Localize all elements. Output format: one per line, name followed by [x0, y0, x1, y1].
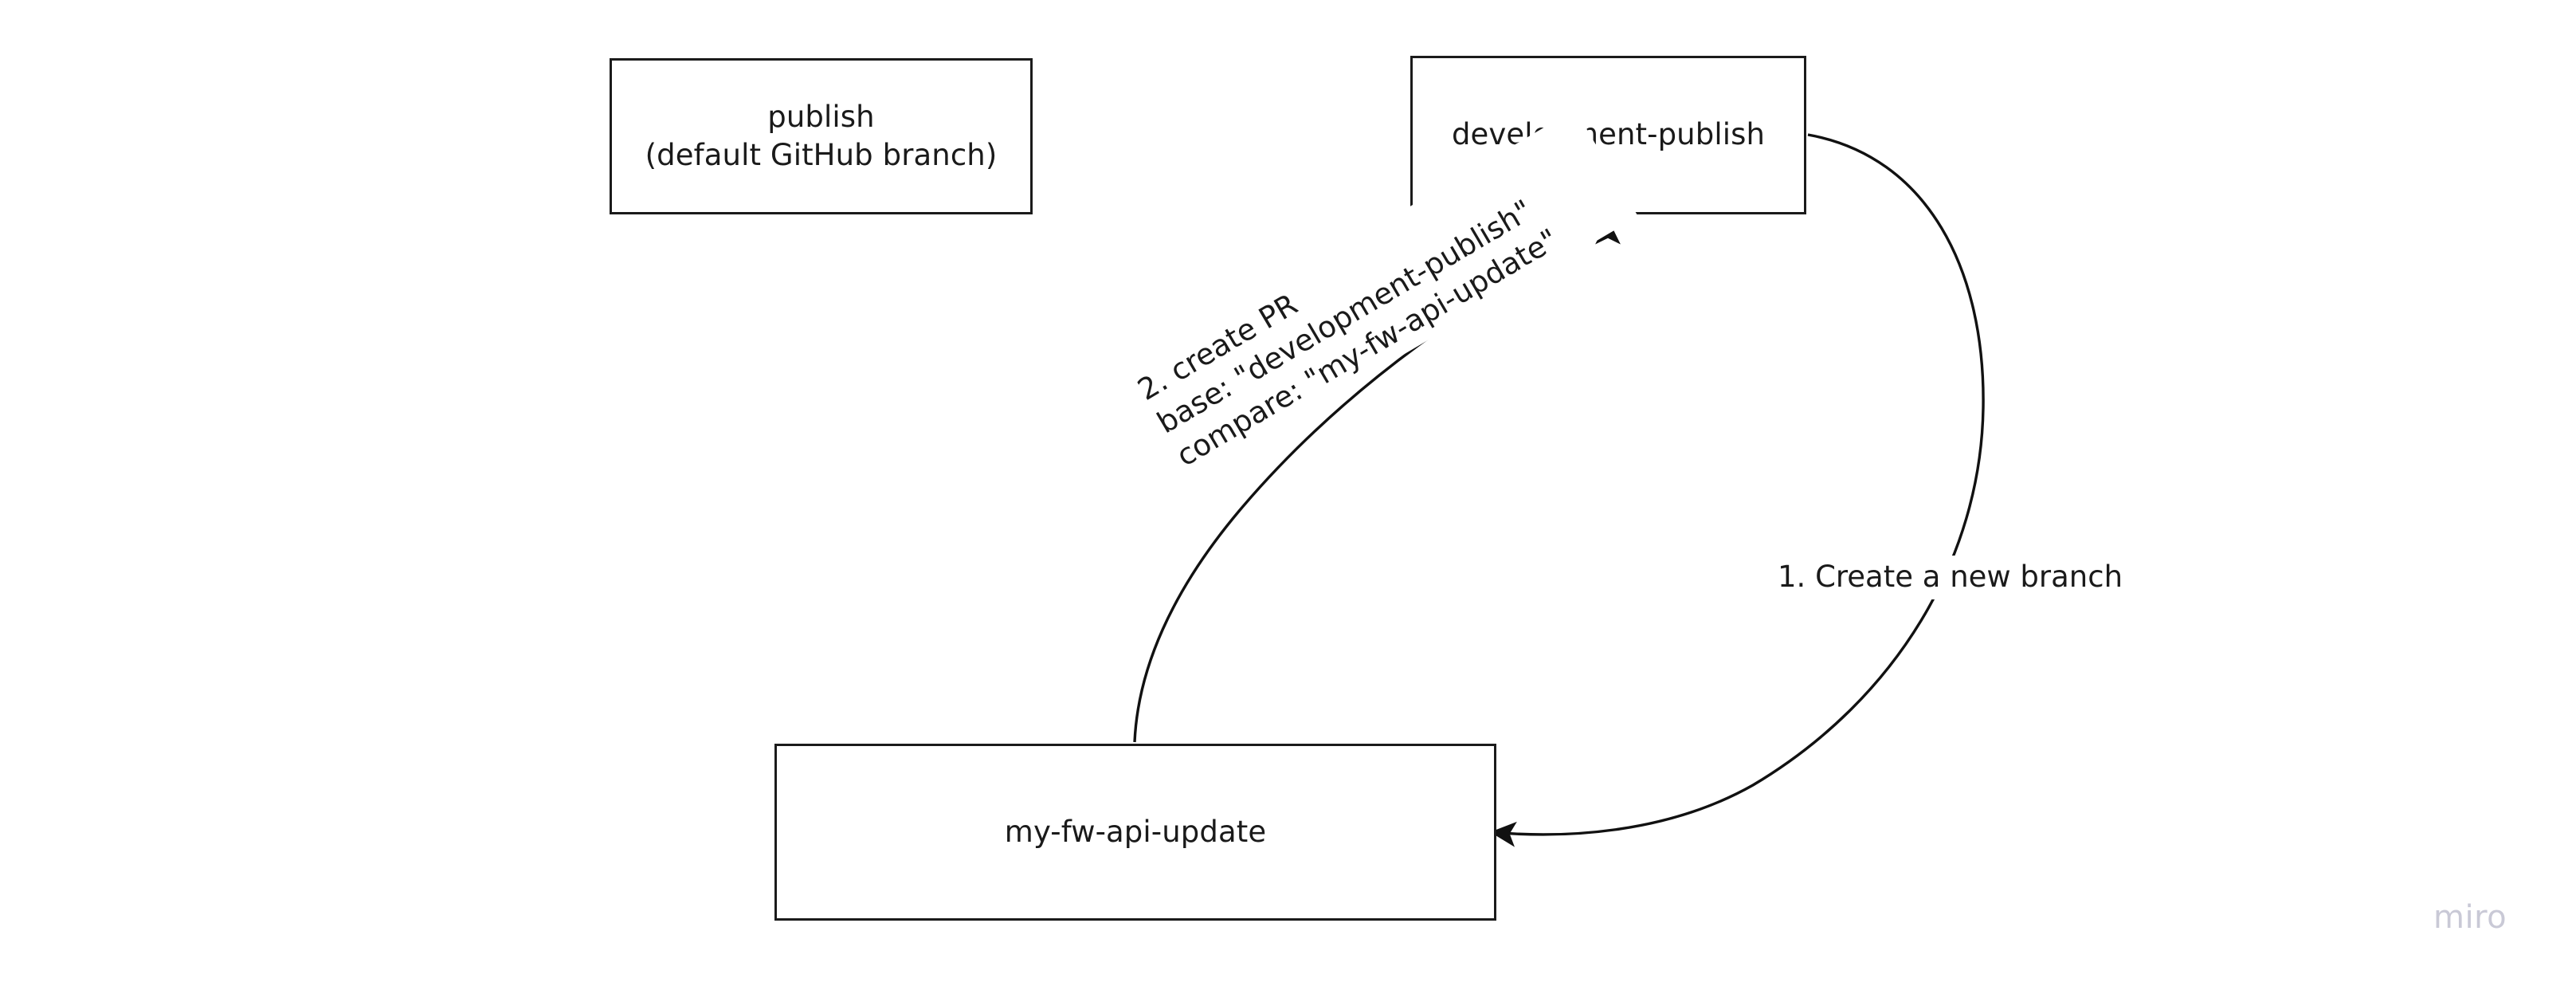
- node-my-fw-api-update-label: my-fw-api-update: [1004, 814, 1267, 849]
- node-publish-label: publish (default GitHub branch): [645, 99, 998, 172]
- node-my-fw-api-update[interactable]: my-fw-api-update: [774, 744, 1496, 921]
- edge-label-create-branch[interactable]: 1. Create a new branch: [1771, 556, 2130, 599]
- node-development-publish-label: development-publish: [1451, 117, 1766, 152]
- node-publish[interactable]: publish (default GitHub branch): [610, 58, 1033, 214]
- miro-watermark: miro: [2433, 899, 2507, 936]
